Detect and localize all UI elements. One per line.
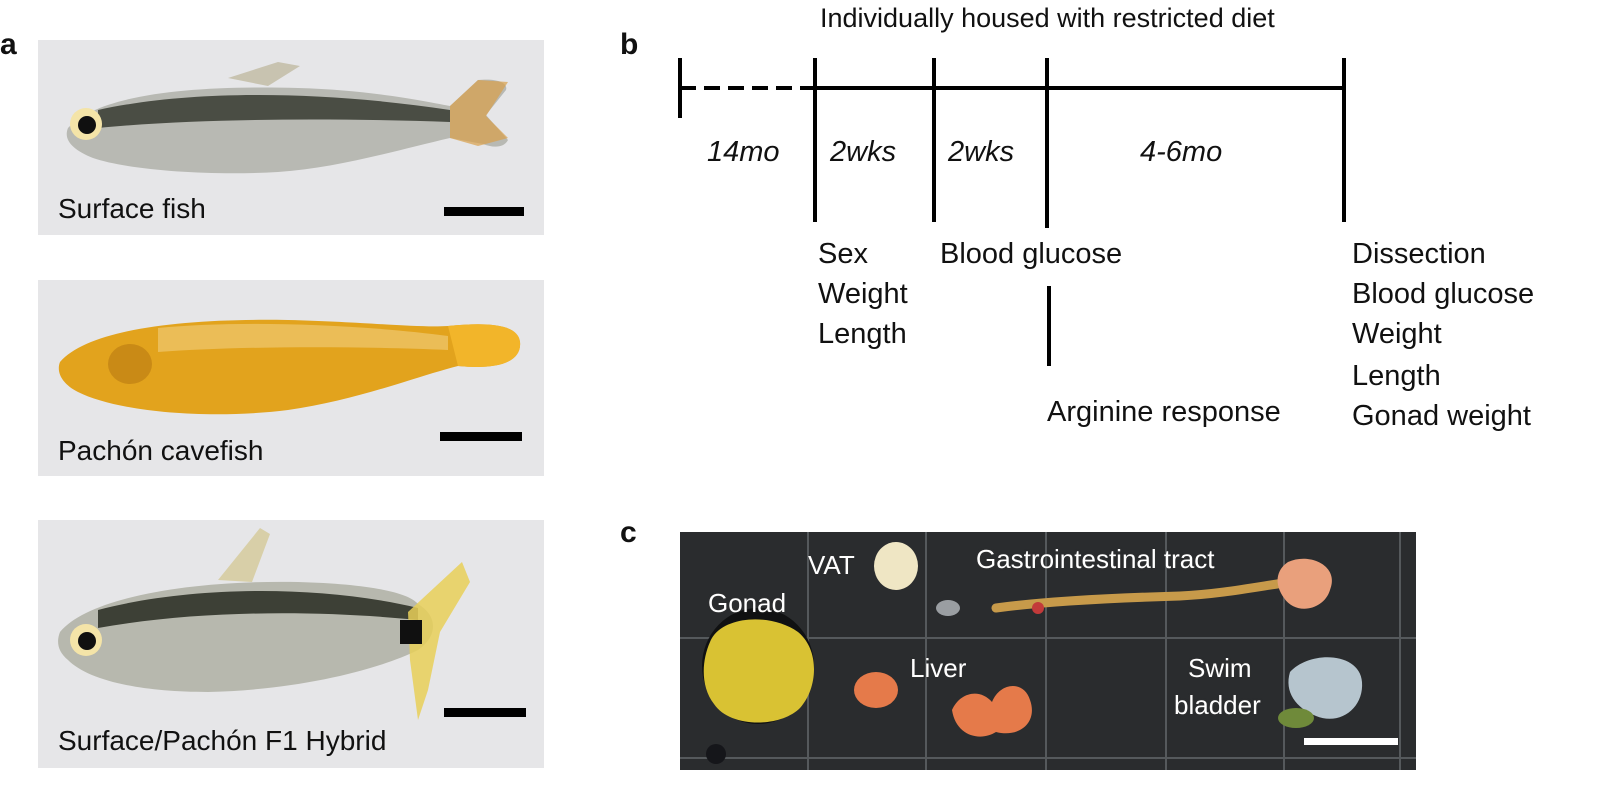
- dissection-tray-image: [680, 532, 1416, 770]
- cavefish-image: [38, 280, 544, 476]
- duration-2wks-2: 2wks: [948, 136, 1015, 168]
- label-swim: Swim: [1188, 653, 1252, 683]
- cavefish-scale-bar: [440, 432, 522, 441]
- hybrid-fish-scale-bar: [444, 708, 526, 717]
- final-weight: Weight: [1352, 318, 1442, 350]
- event-sex: Sex: [818, 238, 868, 270]
- hybrid-fish-photo: [38, 520, 544, 768]
- label-liver: Liver: [910, 653, 967, 683]
- hybrid-fish-image: [38, 520, 544, 768]
- tray-scale-bar: [1304, 738, 1398, 745]
- final-gonad-weight: Gonad weight: [1352, 400, 1531, 432]
- event-weight: Weight: [818, 278, 908, 310]
- label-vat: VAT: [808, 550, 855, 580]
- label-gi-tract: Gastrointestinal tract: [976, 544, 1215, 574]
- event-blood-glucose: Blood glucose: [940, 238, 1123, 270]
- duration-2wks-1: 2wks: [830, 136, 897, 168]
- surface-fish-image: [38, 40, 544, 235]
- final-blood-glucose: Blood glucose: [1352, 278, 1535, 310]
- panel-b-letter: b: [620, 28, 639, 61]
- surface-fish-photo: [38, 40, 544, 235]
- dissection-tray-photo: [680, 532, 1416, 770]
- hybrid-fish-label: Surface/Pachón F1 Hybrid: [58, 725, 387, 756]
- surface-fish-scale-bar: [444, 207, 524, 216]
- cavefish-photo: [38, 280, 544, 476]
- event-arginine-response: Arginine response: [1047, 396, 1281, 428]
- cavefish-label: Pachón cavefish: [58, 435, 264, 466]
- timeline-title: Individually housed with restricted diet: [820, 3, 1275, 33]
- label-bladder: bladder: [1174, 690, 1261, 720]
- label-gonad: Gonad: [708, 588, 787, 618]
- final-dissection: Dissection: [1352, 238, 1486, 270]
- duration-14mo: 14mo: [707, 136, 780, 168]
- event-length: Length: [818, 318, 907, 350]
- panel-c-letter: c: [620, 516, 637, 549]
- panel-a-letter: a: [0, 28, 17, 61]
- duration-4-6mo: 4-6mo: [1140, 136, 1223, 168]
- final-length: Length: [1352, 360, 1441, 392]
- surface-fish-label: Surface fish: [58, 193, 206, 224]
